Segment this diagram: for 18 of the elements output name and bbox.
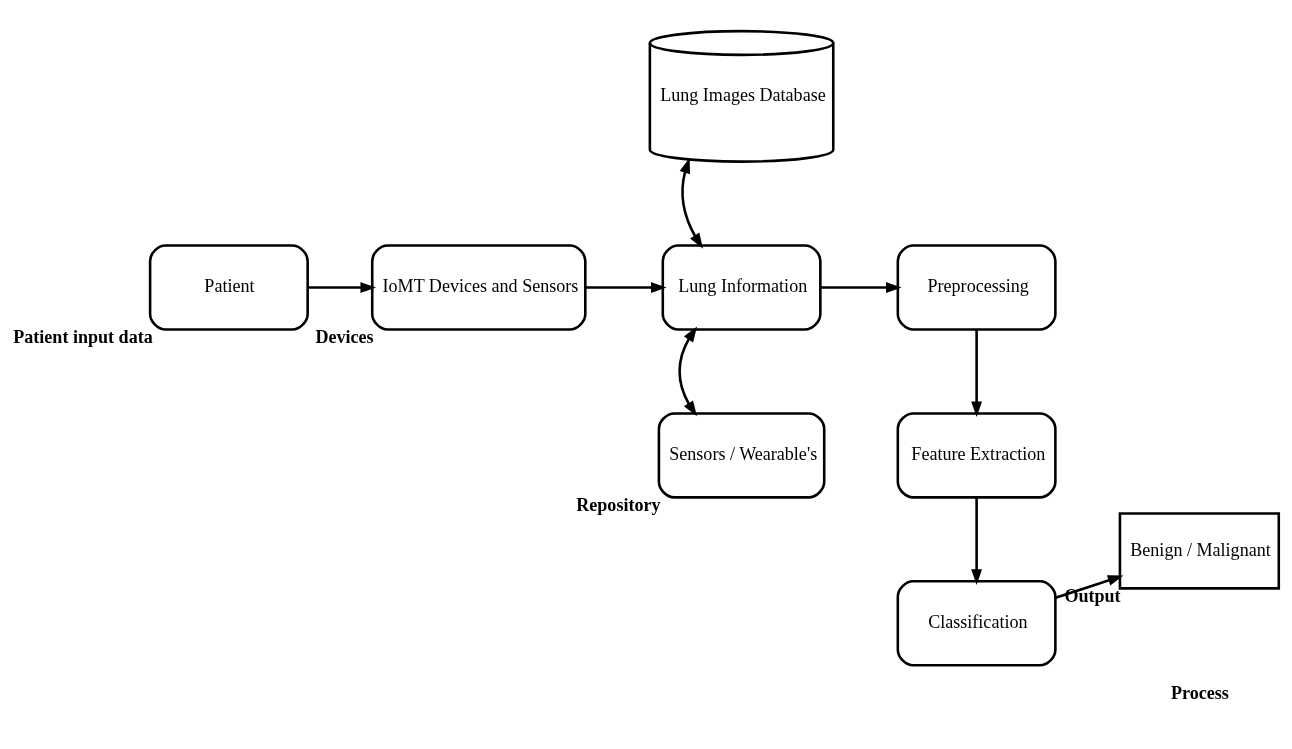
- node-box: Preprocessing: [896, 243, 1057, 331]
- node-box: Benign / Malignant: [1118, 511, 1281, 590]
- label: Process: [1170, 682, 1229, 703]
- arrow: [820, 281, 902, 293]
- node-box: Lung Information: [661, 243, 822, 331]
- node-box: IoMT Devices and Sensors: [370, 243, 587, 331]
- node-box: Feature Extraction: [896, 411, 1057, 499]
- node-box: Sensors / Wearable's: [657, 411, 826, 499]
- arrow: [679, 157, 703, 249]
- arrow: [678, 325, 698, 416]
- node-label: Output: [1064, 585, 1121, 606]
- arrow: [1055, 574, 1124, 599]
- node-box: Patient: [148, 243, 309, 331]
- arrow: [585, 281, 667, 293]
- arrow: [971, 329, 983, 417]
- node-box: Classification: [896, 579, 1057, 667]
- arrow: [971, 497, 983, 585]
- arrow: [307, 281, 376, 293]
